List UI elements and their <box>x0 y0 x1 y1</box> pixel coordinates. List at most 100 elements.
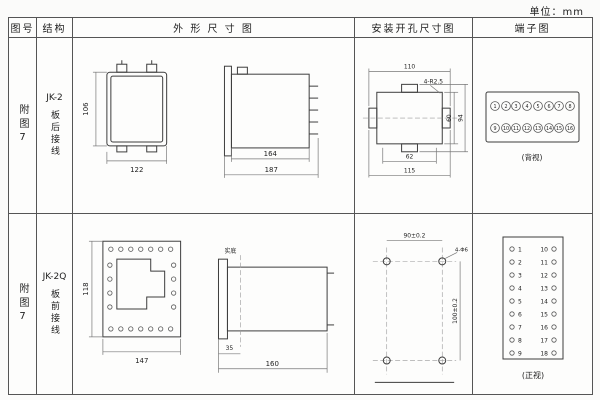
dim-jk2q-width: 147 <box>135 357 148 365</box>
dim-hole-spacing-h: 90±0.2 <box>403 233 425 240</box>
structure-row2: JK-2Q 板前接线 <box>43 272 67 337</box>
svg-text:16: 16 <box>540 325 548 332</box>
svg-text:11: 11 <box>540 260 548 267</box>
dim-jk2-width: 122 <box>130 165 143 173</box>
label-solid-base: 实底 <box>224 247 236 255</box>
dim-jk2-depth-total: 187 <box>265 165 278 173</box>
jk2q-outline-drawing: 118 147 实底 35 160 <box>82 240 335 373</box>
jk2-front-dim-lines <box>92 71 168 164</box>
cell-fig-no-row2: 附图7 <box>9 214 37 394</box>
terminal-numbers: 1 2 3 4 5 6 7 8 9 10 11 12 13 14 15 16 <box>493 104 573 132</box>
terminal-block-outline <box>485 91 580 142</box>
terminal-caption-front-view: (正视) <box>522 370 544 380</box>
cell-fig-no-row1: 附图7 <box>9 38 37 214</box>
jk2q-side-dim-lines <box>218 332 328 373</box>
jk2-outline-drawing: 106 122 164 187 <box>82 59 319 178</box>
jk2q-front-view <box>102 240 182 338</box>
jk2q-install-dim-lines <box>386 240 461 361</box>
svg-text:1: 1 <box>493 104 496 110</box>
svg-text:5: 5 <box>536 104 539 110</box>
jk2q-front-dim-lines <box>88 240 181 355</box>
cell-structure-row1: JK-2 板后接线 <box>37 38 73 214</box>
cell-install-row1: 110 4-R2.5 60 94 62 115 <box>355 38 473 214</box>
svg-text:16: 16 <box>567 126 573 132</box>
dim-jk2q-height: 118 <box>82 282 90 295</box>
terminal-strip-outline <box>502 236 564 360</box>
fig-no-row1: 附图7 <box>17 104 28 147</box>
jk2q-side-view <box>217 258 335 340</box>
dim-cutout-inner-height: 60 <box>446 114 453 122</box>
mounting-holes <box>374 257 455 383</box>
dim-hole-spacing-v: 100±0.2 <box>452 298 459 324</box>
dim-jk2q-depth-total: 160 <box>266 360 279 368</box>
dim-cutout-inner-width: 62 <box>406 153 414 160</box>
dim-jk2-height: 106 <box>82 102 90 115</box>
jk2q-install-drawing: 90±0.2 4-Φ6 100±0.2 <box>372 233 469 383</box>
model-jk2q: JK-2Q <box>42 271 67 282</box>
svg-text:7: 7 <box>518 325 522 332</box>
svg-text:9: 9 <box>493 126 496 132</box>
terminal-dots <box>509 246 557 356</box>
svg-text:6: 6 <box>518 312 522 319</box>
jk2-cutout-shape <box>368 83 451 152</box>
svg-text:2: 2 <box>518 260 522 267</box>
svg-text:13: 13 <box>535 126 541 132</box>
jk2-install-drawing: 110 4-R2.5 60 94 62 115 <box>362 63 469 178</box>
jk2-front-view <box>106 59 168 152</box>
cell-structure-row2: JK-2Q 板前接线 <box>37 214 73 394</box>
header-install-dims: 安装开孔尺寸图 <box>355 18 473 38</box>
header-fig-no: 图号 <box>9 18 37 38</box>
label-hole-count-dia: 4-Φ6 <box>455 247 469 253</box>
svg-text:3: 3 <box>518 273 522 280</box>
header-terminal-diagram: 端子图 <box>473 18 592 38</box>
jk2q-front-terminals <box>107 246 177 332</box>
terminal-caption-rear-view: (背视) <box>522 152 543 162</box>
svg-text:4: 4 <box>525 104 528 110</box>
jk2-side-dim-lines <box>224 137 319 178</box>
structure-row1: JK-2 板后接线 <box>46 93 63 158</box>
header-structure: 结构 <box>37 18 73 38</box>
svg-text:17: 17 <box>540 338 548 345</box>
hole-centerlines <box>372 247 457 375</box>
svg-text:4: 4 <box>518 286 522 293</box>
svg-text:7: 7 <box>557 104 560 110</box>
dim-cutout-outer-height: 94 <box>458 114 465 122</box>
svg-text:18: 18 <box>540 351 548 358</box>
svg-text:14: 14 <box>540 299 548 306</box>
svg-text:6: 6 <box>547 104 550 110</box>
cell-install-row2: 90±0.2 4-Φ6 100±0.2 <box>355 214 473 394</box>
drawing-table: 图号 结构 外 形 尺 寸 图 安装开孔尺寸图 端子图 附图7 JK-2 板后接… <box>8 17 593 395</box>
wiring-jk2: 板后接线 <box>49 110 59 158</box>
dim-cutout-top-width: 110 <box>404 63 416 70</box>
svg-text:12: 12 <box>540 273 548 280</box>
svg-text:3: 3 <box>514 104 517 110</box>
cell-outline-row1: 106 122 164 187 <box>73 38 355 214</box>
wiring-jk2q: 板前接线 <box>48 288 59 337</box>
terminal-circles <box>490 100 575 133</box>
dim-corner-radius: 4-R2.5 <box>424 78 444 85</box>
svg-text:15: 15 <box>540 312 548 319</box>
svg-text:2: 2 <box>504 104 507 110</box>
svg-text:5: 5 <box>518 299 522 306</box>
svg-text:13: 13 <box>540 286 548 293</box>
jk2-terminal-diagram: 1 2 3 4 5 6 7 8 9 10 11 12 13 14 15 16 (… <box>485 91 580 162</box>
svg-text:12: 12 <box>524 126 530 132</box>
dim-cutout-outer-width: 115 <box>404 167 416 174</box>
model-jk2: JK-2 <box>46 93 63 103</box>
svg-text:11: 11 <box>513 126 519 132</box>
svg-text:10: 10 <box>503 126 509 132</box>
svg-text:1: 1 <box>518 247 522 254</box>
dim-jk2-depth-body: 164 <box>264 149 278 157</box>
cell-terminal-row1: 1 2 3 4 5 6 7 8 9 10 11 12 13 14 15 16 (… <box>473 38 592 214</box>
dim-jk2q-flange-depth: 35 <box>226 345 234 352</box>
svg-text:9: 9 <box>518 351 522 358</box>
fig-no-row2: 附图7 <box>17 282 28 326</box>
jk2-install-dim-lines <box>368 67 469 178</box>
svg-text:8: 8 <box>568 104 571 110</box>
svg-text:14: 14 <box>546 126 552 132</box>
svg-text:15: 15 <box>556 126 562 132</box>
svg-text:10: 10 <box>540 247 548 254</box>
